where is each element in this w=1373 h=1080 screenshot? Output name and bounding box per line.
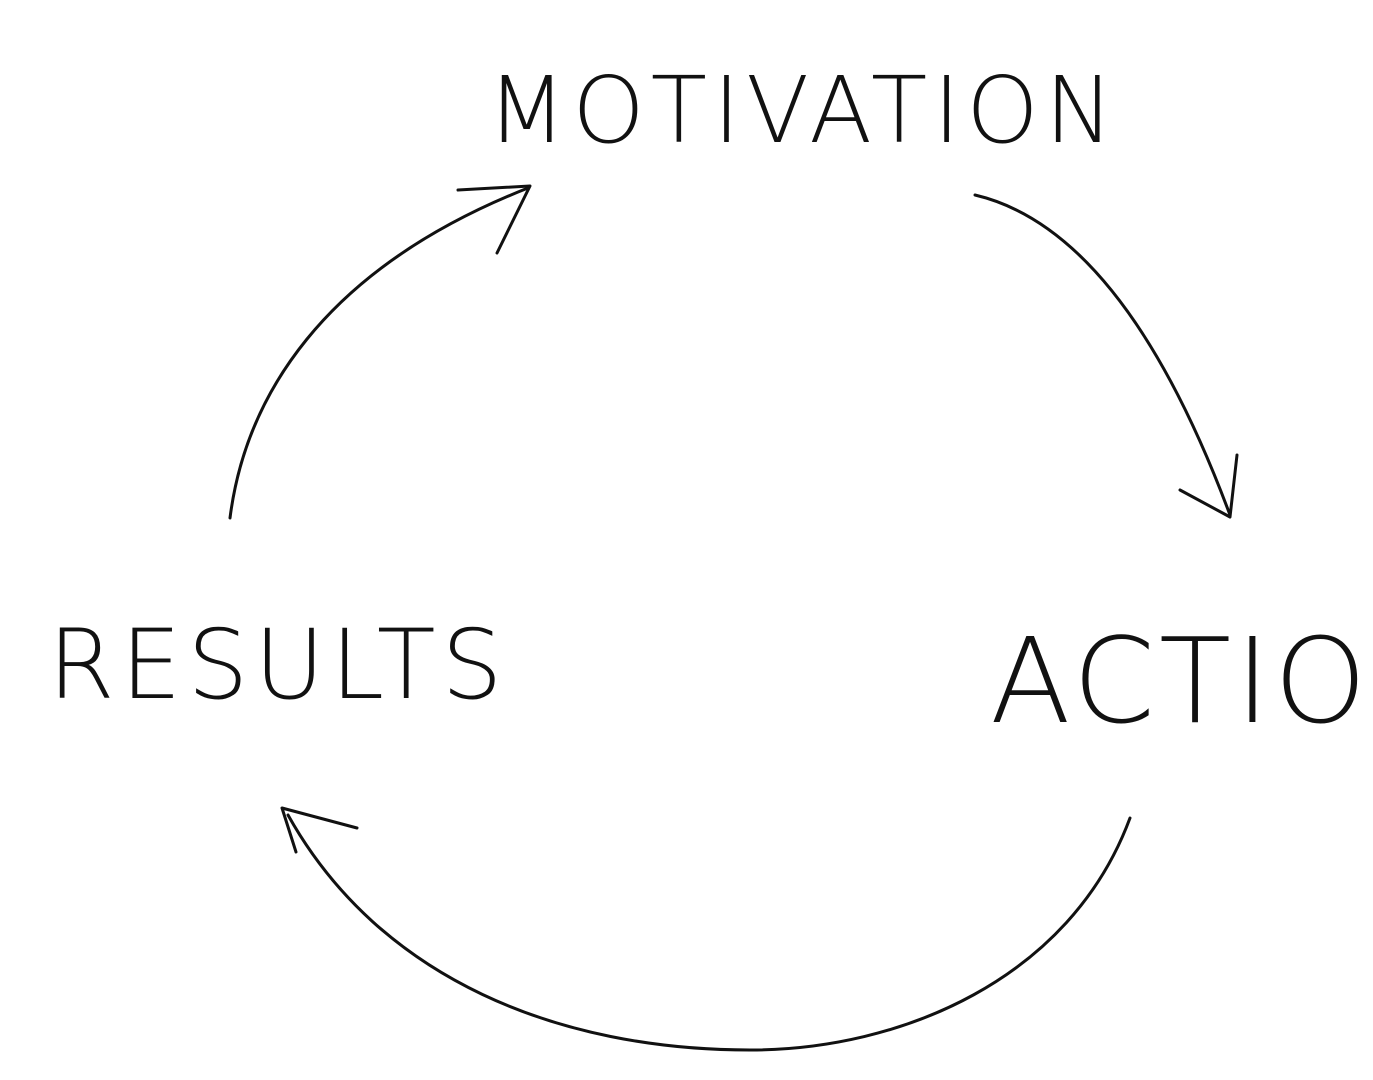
arrowhead [1178, 453, 1239, 519]
node-action: ACTION [990, 612, 1373, 750]
node-results: RESULTS [48, 609, 508, 721]
arrow-shaft [286, 813, 1132, 1052]
arrow-action-to-results [280, 806, 1132, 1052]
node-motivation: MOTIVATION [487, 57, 1120, 164]
arrow-results-to-motivation [228, 184, 532, 520]
arrow-shaft [228, 186, 530, 520]
arrow-shaft [973, 193, 1232, 517]
arrowhead [456, 184, 532, 255]
arrowhead [280, 806, 359, 854]
arrow-motivation-to-action [973, 193, 1239, 519]
